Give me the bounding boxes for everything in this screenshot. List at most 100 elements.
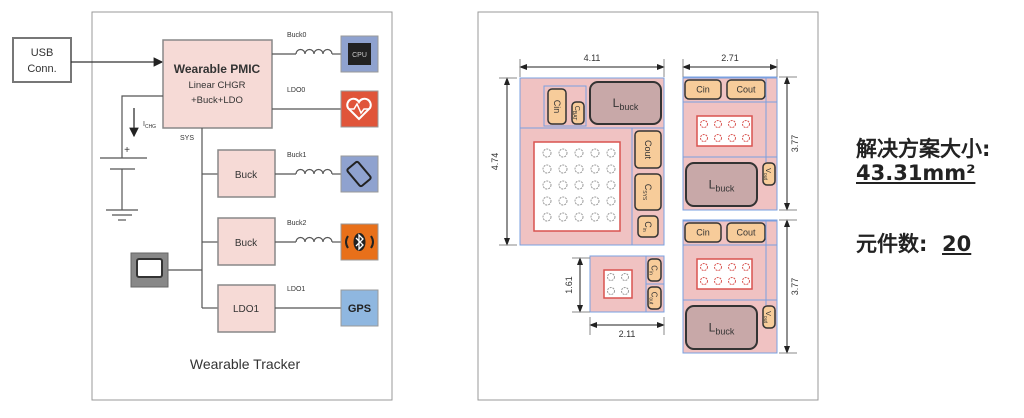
svg-text:Cout: Cout bbox=[736, 228, 756, 238]
ball-grid bbox=[542, 148, 616, 222]
svg-text:+Buck+LDO: +Buck+LDO bbox=[191, 95, 243, 106]
svg-text:3.77: 3.77 bbox=[790, 135, 800, 153]
cap-vout: Vout bbox=[762, 305, 776, 329]
rail-buck2: Buck2 bbox=[275, 220, 379, 261]
dimension-width: 2.71 bbox=[682, 53, 778, 77]
caption: Wearable Tracker bbox=[190, 356, 301, 372]
svg-text:Linear CHGR: Linear CHGR bbox=[188, 80, 245, 91]
usb-connector-block: USB Conn. bbox=[12, 37, 72, 83]
component-count-label: 元件数: bbox=[856, 232, 928, 256]
dimension-width: 4.11 bbox=[519, 53, 665, 77]
buck1-block: Buck bbox=[217, 149, 276, 198]
rail-label: Buck2 bbox=[287, 220, 307, 227]
buck2-block: Buck bbox=[217, 217, 276, 266]
svg-text:CPU: CPU bbox=[352, 52, 367, 59]
pmic-block: Wearable PMIC Linear CHGR +Buck+LDO bbox=[162, 39, 273, 129]
inductor-lbuck: Lbuck bbox=[589, 81, 662, 125]
bluetooth-icon bbox=[340, 223, 379, 261]
svg-text:4.11: 4.11 bbox=[584, 53, 601, 63]
rail-label: LDO1 bbox=[287, 286, 305, 293]
solution-size-label: 解决方案大小: bbox=[856, 137, 991, 161]
cap-cout: Cout bbox=[634, 130, 662, 169]
svg-text:Vout: Vout bbox=[762, 311, 773, 323]
cap-cin: Cin bbox=[684, 222, 722, 243]
svg-text:Cout: Cout bbox=[648, 292, 659, 305]
svg-text:Cin: Cin bbox=[648, 265, 659, 275]
inductor-icon bbox=[295, 48, 333, 55]
rail-label: Buck0 bbox=[287, 32, 307, 39]
svg-text:Vout: Vout bbox=[762, 168, 773, 180]
rail-label: Buck1 bbox=[287, 152, 307, 159]
dimension-height: 3.77 bbox=[779, 76, 800, 211]
svg-text:3.77: 3.77 bbox=[790, 278, 800, 296]
dimension-height: 3.77 bbox=[779, 219, 800, 354]
cap-small: CBAT bbox=[571, 101, 585, 125]
svg-text:Conn.: Conn. bbox=[27, 63, 56, 75]
rail-label: LDO0 bbox=[287, 87, 305, 94]
svg-text:CSYS: CSYS bbox=[641, 184, 653, 201]
svg-text:GPS: GPS bbox=[348, 303, 371, 315]
svg-text:Cin: Cin bbox=[641, 221, 653, 232]
cap-cin: Cin bbox=[547, 88, 567, 125]
inductor-icon bbox=[295, 236, 333, 243]
dimension-height: 4.74 bbox=[490, 77, 517, 246]
svg-text:2.11: 2.11 bbox=[619, 329, 636, 339]
inductor-lbuck: Lbuck bbox=[685, 162, 758, 207]
charge-current-label: ICHG bbox=[143, 121, 156, 130]
gps-icon: GPS bbox=[340, 289, 379, 327]
svg-text:Wearable PMIC: Wearable PMIC bbox=[174, 62, 261, 76]
battery-plus: + bbox=[124, 145, 130, 156]
dimension-width: 2.11 bbox=[589, 317, 665, 339]
component-count-value: 20 bbox=[942, 232, 972, 256]
ball-grid bbox=[700, 263, 750, 285]
cpu-icon: CPU bbox=[340, 35, 379, 73]
svg-text:Cin: Cin bbox=[552, 100, 562, 114]
svg-text:2.71: 2.71 bbox=[721, 53, 739, 63]
svg-text:USB: USB bbox=[31, 47, 54, 59]
svg-text:Lbuck: Lbuck bbox=[709, 178, 735, 194]
inductor-icon bbox=[295, 168, 333, 175]
cap-cin: Cin bbox=[647, 258, 662, 282]
rail-buck1: Buck1 bbox=[275, 152, 379, 193]
svg-text:Buck: Buck bbox=[235, 170, 258, 181]
cap-cout: Cout bbox=[647, 286, 662, 310]
sys-label: SYS bbox=[180, 135, 194, 142]
battery bbox=[100, 95, 163, 221]
cap-small: Cin bbox=[637, 215, 659, 238]
vibrating-phone-icon bbox=[340, 155, 379, 193]
svg-text:Lbuck: Lbuck bbox=[709, 321, 735, 337]
svg-text:CBAT: CBAT bbox=[571, 106, 582, 121]
cap-cin: Cin bbox=[684, 79, 722, 100]
sys-bus bbox=[168, 128, 218, 309]
cap-cout: Cout bbox=[726, 79, 766, 100]
heart-rate-icon bbox=[340, 90, 379, 128]
svg-text:4.74: 4.74 bbox=[490, 153, 500, 171]
ldo1-block: LDO1 bbox=[217, 284, 276, 333]
svg-text:1.61: 1.61 bbox=[564, 276, 574, 294]
cap-cout: Cout bbox=[726, 222, 766, 243]
svg-text:Lbuck: Lbuck bbox=[613, 96, 639, 112]
display-icon bbox=[130, 252, 169, 288]
svg-text:Cin: Cin bbox=[696, 85, 710, 95]
component-count: 元件数: 20 bbox=[856, 228, 971, 258]
svg-text:Cout: Cout bbox=[736, 85, 756, 95]
svg-text:LDO1: LDO1 bbox=[233, 304, 260, 315]
svg-text:Cin: Cin bbox=[696, 228, 710, 238]
cap-vout: Vout bbox=[762, 162, 776, 186]
solution-size-value: 43.31mm² bbox=[856, 161, 976, 185]
rail-ldo0: LDO0 bbox=[272, 87, 379, 128]
dimension-height: 1.61 bbox=[564, 257, 590, 313]
svg-text:Cout: Cout bbox=[643, 140, 653, 160]
cap-csys: CSYS bbox=[634, 173, 662, 211]
inductor-lbuck: Lbuck bbox=[685, 305, 758, 350]
ball-grid bbox=[700, 120, 750, 142]
ball-grid bbox=[607, 273, 629, 295]
svg-text:Buck: Buck bbox=[235, 238, 258, 249]
